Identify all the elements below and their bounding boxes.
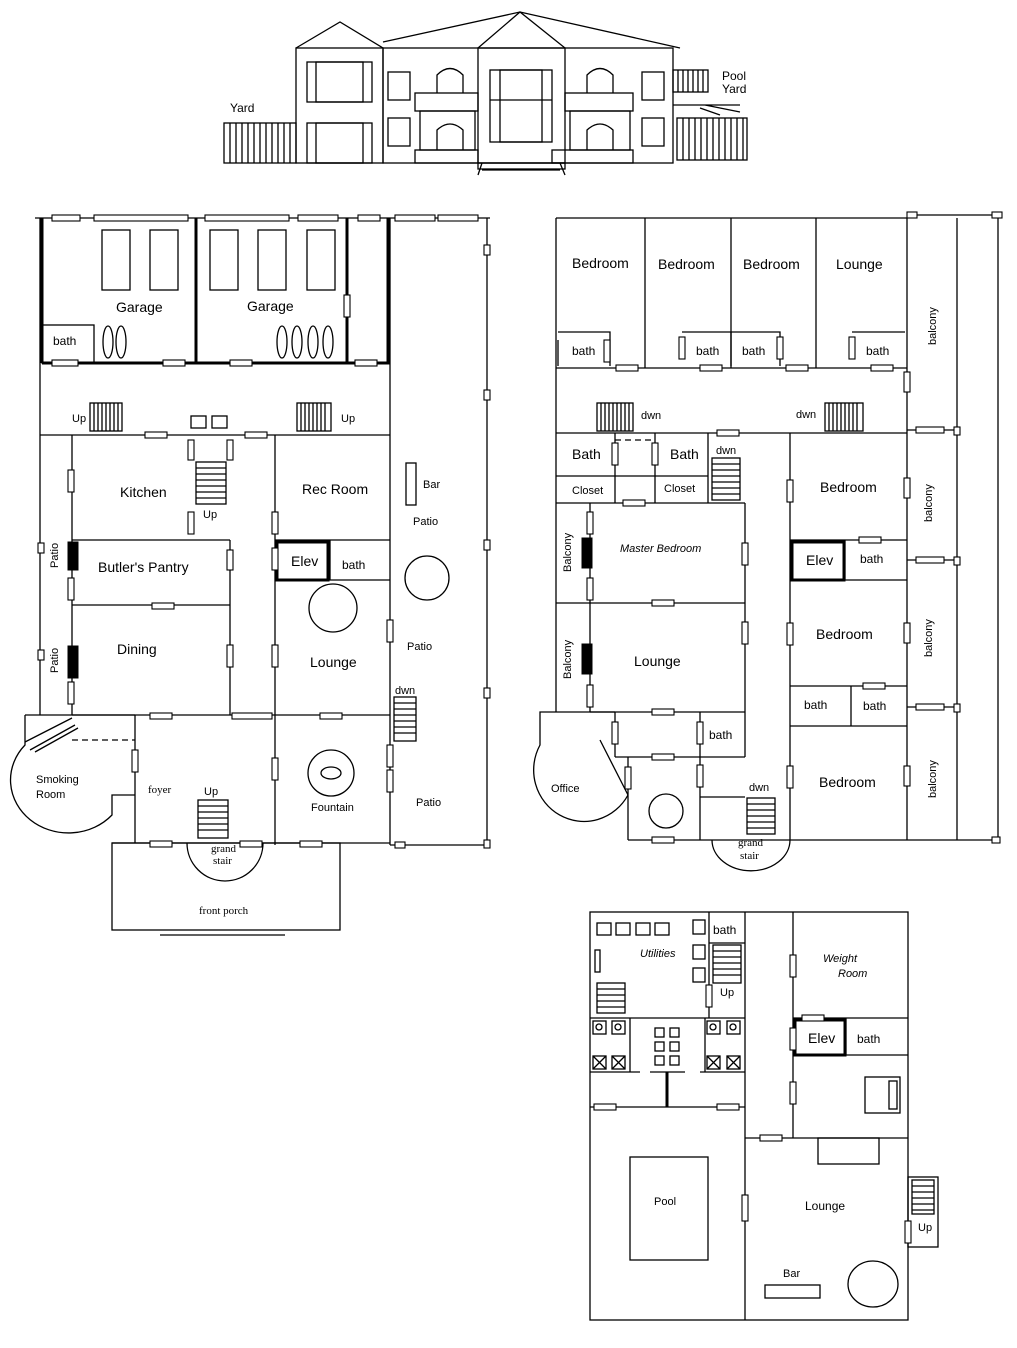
balcony-left-2-label: Balcony xyxy=(562,639,574,679)
pool-label: Pool xyxy=(722,69,746,83)
patio-3-label: Patio xyxy=(416,797,441,809)
dwn-left-label: dwn xyxy=(641,410,661,422)
balcony-2-label: balcony xyxy=(923,484,935,522)
bedroom-5-label: Bedroom xyxy=(816,626,873,642)
bath-1-label: bath xyxy=(572,344,595,358)
bath-6-label: Bath xyxy=(670,446,699,462)
bedroom-2-label: Bedroom xyxy=(658,256,715,272)
right-fence xyxy=(672,69,748,161)
elev-label-2: Elev xyxy=(806,552,833,568)
basement-elev-label: Elev xyxy=(808,1030,835,1046)
bedroom-3-label: Bedroom xyxy=(743,256,800,272)
bath-9-label: bath xyxy=(863,699,886,713)
up-left-label: Up xyxy=(72,413,86,425)
basement-plan: Utilities bath Up Weight Room Elev bath … xyxy=(589,911,939,1321)
bar-label: Bar xyxy=(423,479,440,491)
office-label: Office xyxy=(551,783,580,795)
patio-1-label: Patio xyxy=(413,516,438,528)
dwn-label: dwn xyxy=(395,685,415,697)
rec-room-label: Rec Room xyxy=(302,481,368,497)
basement-lounge-label: Lounge xyxy=(805,1199,845,1213)
bedroom-1-label: Bedroom xyxy=(572,255,629,271)
house-elevation: Yard Pool Yard xyxy=(223,11,748,176)
outside-up-label: Up xyxy=(918,1222,932,1234)
weight-room-label-1: Weight xyxy=(823,953,858,965)
basement-bath-label: bath xyxy=(713,923,736,937)
bath-2-label: bath xyxy=(696,344,719,358)
bath-3-label: bath xyxy=(742,344,765,358)
bedroom-4-label: Bedroom xyxy=(820,479,877,495)
dwn-mid-label: dwn xyxy=(716,445,736,457)
left-fence xyxy=(223,122,297,164)
closet-2-label: Closet xyxy=(664,483,695,495)
dining-label: Dining xyxy=(117,641,157,657)
pool-room-label: Pool xyxy=(654,1196,676,1208)
bath-4-label: bath xyxy=(866,344,889,358)
basement-bar-label: Bar xyxy=(783,1268,800,1280)
utilities-label: Utilities xyxy=(640,948,676,960)
patio-2-label: Patio xyxy=(407,641,432,653)
balcony-top-label: balcony xyxy=(927,307,939,345)
master-bedroom-label: Master Bedroom xyxy=(620,543,701,555)
garage-2-label: Garage xyxy=(247,298,294,314)
yard-right-label: Yard xyxy=(722,82,746,96)
lounge-label: Lounge xyxy=(310,654,357,670)
dwn-right-label: dwn xyxy=(796,409,816,421)
ground-floor-plan: Garage Garage bath Up Up Kitchen Up Rec … xyxy=(9,214,491,936)
grand-stair-2-label-1: grand xyxy=(738,837,764,849)
up-right-label: Up xyxy=(341,413,355,425)
grand-stair-label-2: stair xyxy=(213,855,232,867)
foyer-label: foyer xyxy=(148,784,172,796)
garage-1-label: Garage xyxy=(116,299,163,315)
yard-left-label: Yard xyxy=(230,101,254,115)
basement-bath-2-label: bath xyxy=(857,1032,880,1046)
patio-left-1-label: Patio xyxy=(49,543,61,568)
bath-5-label: Bath xyxy=(572,446,601,462)
basement-up-label: Up xyxy=(720,987,734,999)
dwn-bottom-label: dwn xyxy=(749,782,769,794)
lounge-top-label: Lounge xyxy=(836,256,883,272)
closet-1-label: Closet xyxy=(572,485,603,497)
kitchen-label: Kitchen xyxy=(120,484,167,500)
kitchen-up-label: Up xyxy=(203,509,217,521)
smoking-room-label-2: Room xyxy=(36,789,65,801)
patio-left-2-label: Patio xyxy=(49,648,61,673)
weight-room-label-2: Room xyxy=(838,968,867,980)
second-floor-plan: Bedroom Bedroom Bedroom Lounge bath bath… xyxy=(533,211,1003,872)
bath-label: bath xyxy=(342,558,365,572)
balcony-3-label: balcony xyxy=(923,619,935,657)
lounge-2-label: Lounge xyxy=(634,653,681,669)
smoking-room-label-1: Smoking xyxy=(36,774,79,786)
front-porch-label: front porch xyxy=(199,905,249,917)
foyer-up-label: Up xyxy=(204,786,218,798)
elev-label: Elev xyxy=(291,553,318,569)
grand-stair-2-label-2: stair xyxy=(740,850,759,862)
garage-bath-label: bath xyxy=(53,334,76,348)
butlers-pantry-label: Butler's Pantry xyxy=(98,559,189,575)
balcony-left-1-label: Balcony xyxy=(562,532,574,572)
balcony-4-label: balcony xyxy=(927,760,939,798)
bath-8-label: bath xyxy=(804,698,827,712)
bath-7-label: bath xyxy=(860,552,883,566)
bedroom-6-label: Bedroom xyxy=(819,774,876,790)
fountain-label: Fountain xyxy=(311,802,354,814)
grand-stair-label-1: grand xyxy=(211,843,237,855)
bath-10-label: bath xyxy=(709,728,732,742)
